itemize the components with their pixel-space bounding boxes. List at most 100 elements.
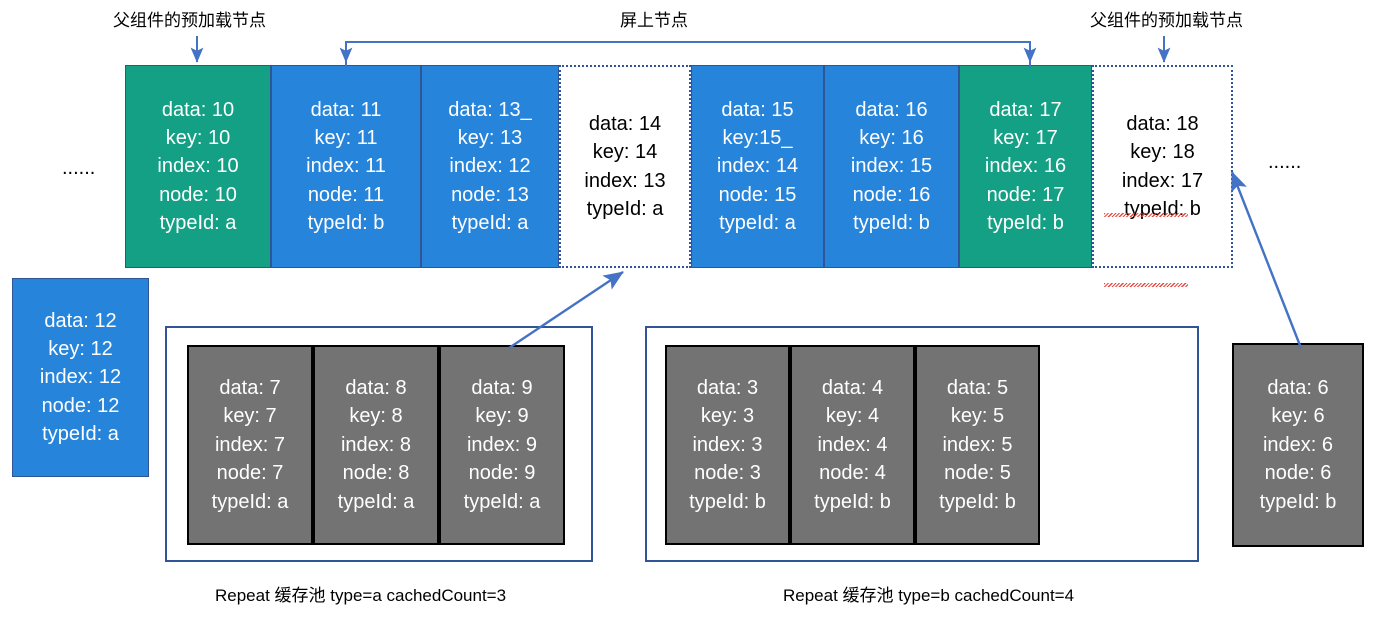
node-cell-13[interactable]: data: 13_ key: 13 index: 12 node: 13 typ…: [421, 65, 559, 268]
node-line-key: key: 13: [457, 126, 523, 149]
node-line-typeid: typeId: b: [1124, 197, 1201, 220]
node-line-index: index: 14: [716, 155, 799, 178]
node-line-typeid: typeId: a: [337, 490, 415, 513]
spellcheck-squiggle-bottom: [1104, 283, 1188, 287]
node-line-node: node: 13: [451, 183, 529, 206]
arrow-cache6-to-node18: [1230, 171, 1303, 349]
cache-pool-b-caption: Repeat 缓存池 type=b cachedCount=4: [783, 586, 1075, 605]
node-line-data: data: 12: [44, 309, 117, 332]
node-line-node: node: 4: [819, 462, 886, 485]
node-line-node: node: 11: [307, 183, 385, 206]
node-line-node: node: 3: [694, 462, 761, 485]
node-line-typeid: typeId: b: [307, 212, 385, 235]
node-line-key: key: 11: [314, 126, 378, 149]
node-line-index: index: 6: [1262, 433, 1334, 456]
node-line-data: data: 7: [219, 377, 281, 400]
node-line-key: key: 9: [475, 405, 529, 428]
node-line-key: key: 6: [1271, 405, 1325, 428]
node-line-data: data: 3: [696, 377, 759, 400]
cache-cell-9[interactable]: data: 9 key: 9 index: 9 node: 9 typeId: …: [439, 345, 565, 545]
node-line-typeid: typeId: b: [987, 212, 1064, 235]
node-cell-15[interactable]: data: 15 key:15_ index: 14 node: 15 type…: [691, 65, 824, 268]
node-line-typeid: typeId: b: [1259, 490, 1337, 513]
node-line-data: data: 9: [471, 377, 533, 400]
cache-cell-4[interactable]: data: 4 key: 4 index: 4 node: 4 typeId: …: [790, 345, 915, 545]
node-line-index: index: 10: [157, 155, 239, 178]
node-line-data: data: 13_: [448, 98, 532, 121]
node-line-data: data: 10: [161, 98, 235, 121]
node-line-index: index: 17: [1121, 169, 1204, 192]
node-line-data: data: 4: [821, 377, 884, 400]
node-line-node: node: 6: [1264, 462, 1332, 485]
node-line-typeid: typeId: a: [463, 490, 541, 513]
node-line-index: index: 13: [584, 169, 666, 192]
node-line-index: index: 5: [942, 433, 1013, 456]
node-line-node: node: 16: [852, 183, 931, 206]
node-line-typeid: typeId: b: [689, 490, 766, 513]
node-line-key: key: 10: [165, 126, 231, 149]
node-line-typeid: typeId: a: [211, 490, 289, 513]
cache-cell-8[interactable]: data: 8 key: 8 index: 8 node: 8 typeId: …: [313, 345, 439, 545]
node-line-key: key: 5: [950, 405, 1005, 428]
cache-pool-b-cells: data: 3 key: 3 index: 3 node: 3 typeId: …: [665, 345, 1040, 545]
node-line-node: node: 9: [468, 462, 536, 485]
node-line-data: data: 14: [588, 112, 662, 135]
node-line-data: data: 17: [989, 98, 1062, 121]
node-line-typeid: typeId: b: [853, 212, 930, 235]
spellcheck-squiggle-typeid: [1104, 213, 1188, 217]
node-line-typeid: typeId: a: [159, 212, 237, 235]
cache-cell-3[interactable]: data: 3 key: 3 index: 3 node: 3 typeId: …: [665, 345, 790, 545]
node-line-typeid: typeId: a: [719, 212, 796, 235]
annotation-onscreen: 屏上节点: [620, 11, 688, 30]
node-line-typeid: typeId: b: [814, 490, 891, 513]
node-cell-16[interactable]: data: 16 key: 16 index: 15 node: 16 type…: [824, 65, 959, 268]
node-line-key: key: 7: [223, 405, 277, 428]
node-line-data: data: 16: [855, 98, 928, 121]
node-line-node: node: 12: [41, 394, 120, 417]
node-line-key: key: 16: [859, 126, 924, 149]
cache-cell-5[interactable]: data: 5 key: 5 index: 5 node: 5 typeId: …: [915, 345, 1040, 545]
node-line-data: data: 11: [310, 98, 382, 121]
node-line-typeid: typeId: a: [42, 423, 119, 446]
node-line-node: node: 10: [159, 183, 237, 206]
node-line-key: key: 14: [592, 141, 658, 164]
ellipsis-right: ......: [1268, 151, 1302, 173]
node-line-node: node: 5: [944, 462, 1011, 485]
node-line-key: key: 8: [349, 405, 403, 428]
annotation-preload-right: 父组件的预加载节点: [1090, 11, 1243, 30]
node-line-key: key: 17: [993, 126, 1058, 149]
node-line-index: index: 15: [850, 155, 933, 178]
node-line-index: index: 3: [692, 433, 763, 456]
cache-pool-a-caption: Repeat 缓存池 type=a cachedCount=3: [215, 586, 507, 605]
node-line-index: index: 12: [449, 155, 531, 178]
node-line-data: data: 8: [345, 377, 407, 400]
node-line-index: index: 9: [466, 433, 538, 456]
node-line-index: index: 12: [39, 366, 122, 389]
node-line-key: key:15_: [722, 126, 793, 149]
node-line-data: data: 15: [721, 98, 794, 121]
ellipsis-left: ......: [62, 157, 96, 179]
node-line-node: node: 8: [342, 462, 410, 485]
node-cell-10[interactable]: data: 10 key: 10 index: 10 node: 10 type…: [125, 65, 271, 268]
node-line-typeid: typeId: a: [586, 197, 664, 220]
node-line-index: index: 7: [214, 433, 286, 456]
node-line-index: index: 8: [340, 433, 412, 456]
node-cell-14[interactable]: data: 14 key: 14 index: 13 typeId: a: [559, 65, 691, 268]
node-cell-11[interactable]: data: 11 key: 11 index: 11 node: 11 type…: [271, 65, 421, 268]
node-line-key: key: 18: [1130, 141, 1195, 164]
node-line-key: key: 12: [48, 337, 113, 360]
cache-cell-7[interactable]: data: 7 key: 7 index: 7 node: 7 typeId: …: [187, 345, 313, 545]
node-line-node: node: 7: [216, 462, 284, 485]
detached-cache-card-6[interactable]: data: 6 key: 6 index: 6 node: 6 typeId: …: [1232, 343, 1364, 547]
node-line-data: data: 5: [946, 377, 1009, 400]
main-node-row: data: 10 key: 10 index: 10 node: 10 type…: [125, 65, 1233, 268]
node-line-key: key: 4: [825, 405, 880, 428]
node-cell-18[interactable]: data: 18 key: 18 index: 17 typeId: b: [1092, 65, 1233, 268]
node-line-index: index: 11: [306, 155, 386, 178]
node-line-key: key: 3: [700, 405, 755, 428]
node-cell-17[interactable]: data: 17 key: 17 index: 16 node: 17 type…: [959, 65, 1092, 268]
node-line-node: node: 15: [718, 183, 797, 206]
detached-node-card-12[interactable]: data: 12 key: 12 index: 12 node: 12 type…: [12, 278, 149, 477]
node-line-index: index: 16: [984, 155, 1067, 178]
